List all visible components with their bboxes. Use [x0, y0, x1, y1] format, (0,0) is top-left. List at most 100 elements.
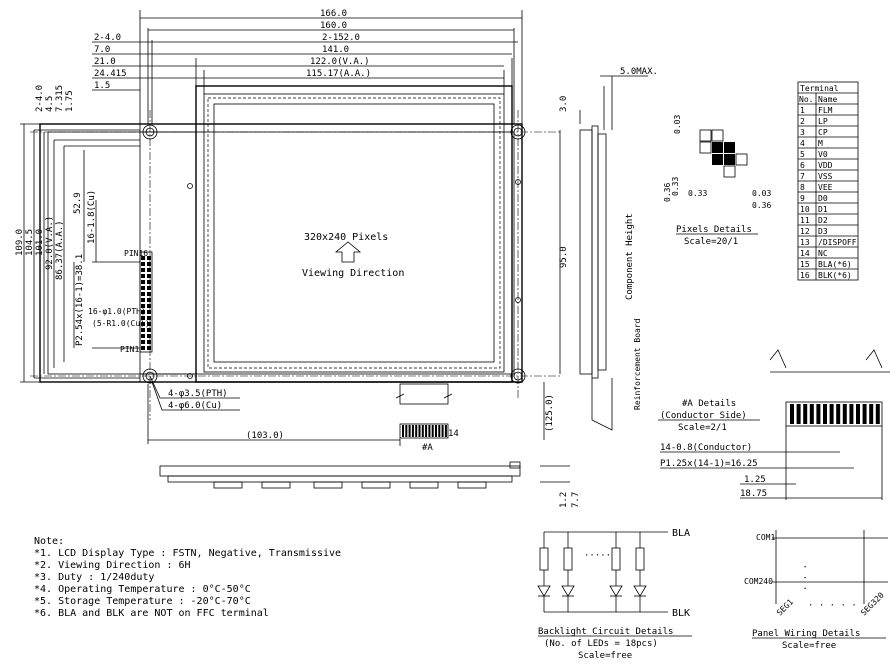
a-contact — [796, 404, 801, 424]
hole-pth: 4-φ3.5(PTH) — [168, 389, 228, 399]
panel-scale: Scale=free — [782, 641, 836, 651]
dim-104-5: 104.5 — [25, 229, 35, 256]
dim-pitch: P2.54x(16-1)=38.1 — [75, 254, 85, 346]
dim-pad-cu: 16-1.8(Cu) — [87, 190, 97, 244]
front-view: 320x240 Pixels Viewing Direction — [30, 85, 560, 439]
dim-24-415: 24.415 — [94, 69, 127, 79]
side-view: 5.0MAX. 3.0 95.0 Component Height Reinfo… — [559, 67, 658, 431]
top-dimensions: 166.0 160.0 2-4.0 7.0 2-152.0 141.0 21.0… — [92, 9, 523, 124]
terminal-pin-name: M — [818, 139, 823, 148]
pin-pad — [147, 292, 151, 296]
ffc-contact — [408, 425, 411, 437]
viewing-direction: Viewing Direction — [302, 268, 404, 279]
backlight-title: Backlight Circuit Details — [538, 627, 673, 637]
ffc-contact — [441, 425, 444, 437]
profile-bump — [261, 481, 291, 489]
profile-bump — [409, 481, 439, 489]
cu-label: (5-R1.0(Cu)) — [92, 319, 150, 328]
terminal-pin-name: NC — [818, 249, 828, 258]
terminal-pin-name: V0 — [818, 150, 828, 159]
pixels-title: Pixels Details — [676, 225, 752, 235]
pin-pad — [141, 292, 145, 296]
terminal-pin-no: 1 — [800, 106, 805, 115]
terminal-pin-no: 6 — [800, 161, 805, 170]
ffc-contact — [421, 425, 424, 437]
dim-101: 101.0 — [35, 229, 45, 256]
dim-122-va: 122.0(V.A.) — [310, 57, 370, 67]
backlight-scale: Scale=free — [578, 651, 632, 661]
a-sub: (Conductor Side) — [660, 411, 747, 421]
hole-cu: 4-φ6.0(Cu) — [168, 401, 222, 411]
terminal-pin-no: 13 — [800, 238, 810, 247]
pin16-label: PIN16 — [124, 249, 148, 258]
notes-title: Note: — [34, 536, 64, 547]
pin-pad — [147, 334, 151, 338]
terminal-pin-no: 4 — [800, 139, 805, 148]
side-3: 3.0 — [559, 96, 569, 112]
note-2: *2. Viewing Direction : 6H — [34, 560, 191, 571]
a-dim-conductor: 14-0.8(Conductor) — [660, 443, 752, 453]
backlight-circuit: ····· BLA BLK Backlight Circuit Details … — [537, 528, 692, 661]
pixel-cell — [712, 154, 723, 165]
profile-1-2: 1.2 — [559, 492, 569, 508]
px-0-33b: 0.33 — [688, 189, 707, 198]
terminal-title: Terminal — [800, 84, 839, 93]
backlight-sub: (No. of LEDs = 18pcs) — [544, 639, 658, 649]
ffc-contact — [418, 425, 421, 437]
led-icon — [633, 585, 647, 597]
terminal-pin-name: VSS — [818, 172, 833, 181]
pixels-scale: Scale=20/1 — [684, 237, 738, 247]
led-icon — [561, 585, 575, 597]
dim-115-aa: 115.17(A.A.) — [306, 69, 371, 79]
pixel-cell — [699, 141, 712, 154]
ffc-tail — [395, 383, 453, 439]
a-contact — [842, 404, 847, 424]
px-0-36: 0.36 — [663, 183, 672, 202]
pin-pad — [147, 274, 151, 278]
pin-pad — [147, 286, 151, 290]
seg320-label: SEG320 — [859, 590, 886, 617]
pin-pad — [141, 256, 145, 260]
a-contact — [803, 404, 808, 424]
pin-pad — [141, 286, 145, 290]
dim-109: 109.0 — [15, 229, 25, 256]
bla-label: BLA — [672, 528, 690, 539]
pin-pad — [147, 340, 151, 344]
a-scale: Scale=2/1 — [678, 423, 727, 433]
seg-ellipsis: · · · · · — [808, 601, 857, 611]
hole-callout: 4-φ3.5(PTH) 4-φ6.0(Cu) — [149, 375, 240, 411]
terminal-header-name: Name — [818, 95, 837, 104]
pin-pad — [141, 334, 145, 338]
dim-left-4-5: 4.5 — [45, 96, 55, 112]
viewing-arrow-icon — [334, 241, 362, 263]
terminal-pin-name: D3 — [818, 227, 828, 236]
pin-pad — [147, 346, 151, 350]
pin-pad — [147, 268, 151, 272]
pin-pad — [141, 346, 145, 350]
resistor-icon — [635, 547, 645, 571]
led-icon — [609, 585, 623, 597]
left-dimensions: 109.0 104.5 101.0 92.0(V.A.) 86.37(A.A.)… — [15, 85, 150, 383]
panel-wiring: COM1 COM240 SEG1 SEG320 · · · · · · · · … — [744, 530, 888, 651]
com1-label: COM1 — [756, 533, 775, 542]
px-0-03b: 0.03 — [752, 189, 771, 198]
notes: Note: *1. LCD Display Type : FSTN, Negat… — [34, 536, 341, 619]
terminal-pin-no: 2 — [800, 117, 805, 126]
pin-pad — [141, 316, 145, 320]
pin-pad — [141, 304, 145, 308]
dim-166: 166.0 — [320, 9, 347, 19]
terminal-header-no: No. — [799, 95, 813, 104]
blk-label: BLK — [672, 608, 690, 619]
dim-160: 160.0 — [320, 21, 347, 31]
side-frame: Reinforcement Board — [633, 318, 642, 410]
px-0-03: 0.03 — [673, 115, 682, 134]
terminal-pin-name: D1 — [818, 205, 828, 214]
seg1-label: SEG1 — [775, 597, 795, 617]
profile-bump — [361, 481, 391, 489]
com240-label: COM240 — [744, 577, 773, 586]
dim-2-4: 2-4.0 — [94, 33, 121, 43]
pin-pad — [141, 310, 145, 314]
a-contact — [836, 404, 841, 424]
